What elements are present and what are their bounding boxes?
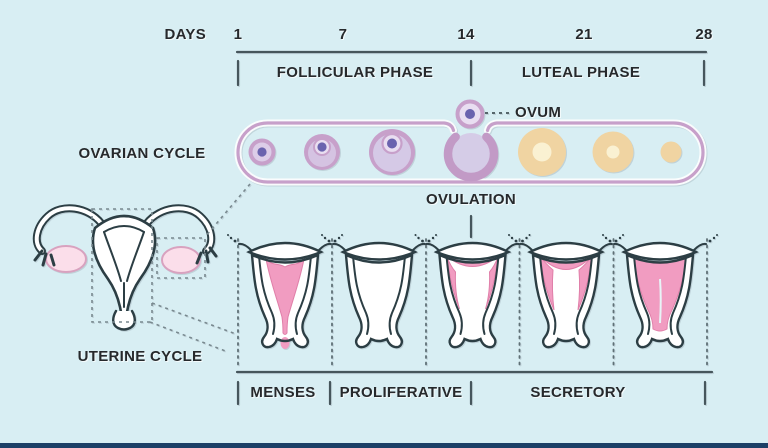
corpus-luteum-icon [518, 128, 566, 176]
timeline-axis [235, 50, 708, 87]
day-7-label: 7 [338, 26, 348, 43]
luteal-phase-label: LUTEAL PHASE [521, 64, 641, 81]
ovarian-pill [234, 119, 707, 186]
cervix-icon [112, 309, 136, 331]
uterine-stages [225, 232, 720, 349]
ovulation-label: OVULATION [426, 191, 516, 208]
zoom-callout-boxes [91, 208, 206, 323]
secretory-label: SECRETORY [530, 384, 626, 401]
corpus-luteum-regressing-icon [592, 131, 634, 173]
uterine-panel-dividers [237, 238, 708, 367]
follicle-stages [248, 99, 682, 182]
uterus-secretory-icon [600, 232, 720, 349]
day-14-label: 14 [457, 26, 475, 43]
uterus-cavity-lines [103, 225, 145, 308]
follicle-primary-icon [248, 138, 276, 166]
menses-label: MENSES [250, 384, 316, 401]
ovary-zoom-box [156, 237, 206, 279]
uterus-illustration [32, 183, 251, 353]
fallopian-tubes-icon [32, 204, 218, 267]
uterus-postmenses-icon [319, 232, 439, 349]
uterus-menses-icon [225, 232, 345, 349]
proliferative-label: PROLIFERATIVE [339, 384, 463, 401]
uterus-connector-line-1 [151, 302, 237, 335]
bottom-edge-bar [0, 443, 768, 448]
day-1-label: 1 [233, 26, 243, 43]
ovulating-follicle-icon [443, 132, 499, 182]
uterus-early-secretory-icon [506, 232, 626, 349]
follicle-mature-icon [369, 129, 415, 175]
ovary-connector-line [204, 183, 251, 238]
uterus-zoom-box [91, 208, 153, 323]
uterus-body-icon [91, 214, 157, 317]
uterine-cycle-label: UTERINE CYCLE [77, 348, 203, 365]
right-ovary-icon [161, 246, 201, 274]
uterine-phase-ruler [235, 370, 714, 406]
day-28-label: 28 [695, 26, 713, 43]
days-label: DAYS [164, 26, 206, 43]
ovum-icon [455, 99, 485, 129]
day-21-label: 21 [575, 26, 593, 43]
ovum-label: OVUM [515, 104, 562, 121]
corpus-albicans-icon [660, 141, 682, 163]
follicle-growing-icon [304, 134, 340, 170]
uterus-proliferative-icon [413, 232, 532, 349]
follicular-phase-label: FOLLICULAR PHASE [276, 64, 434, 81]
ovarian-cycle-label: OVARIAN CYCLE [78, 145, 206, 162]
zoom-connector-lines [149, 183, 251, 353]
